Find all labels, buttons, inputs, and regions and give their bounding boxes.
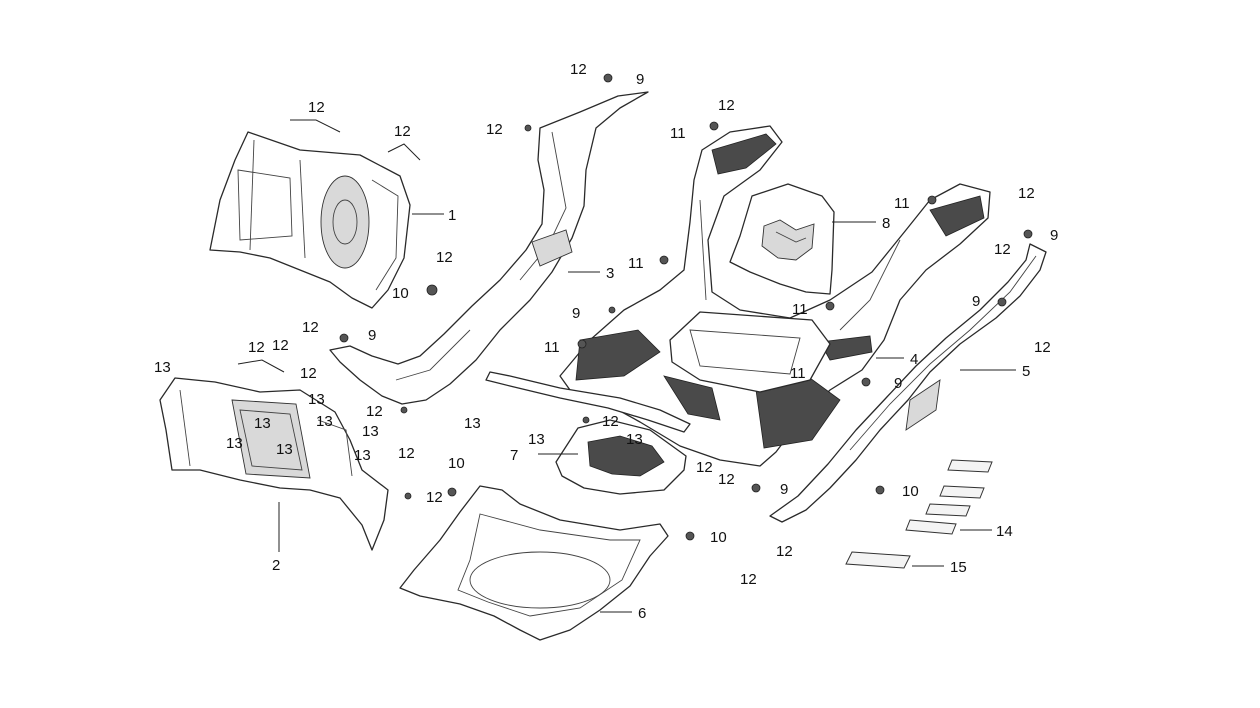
callout-fastener-9: 9 xyxy=(894,375,902,392)
callout-part-2: 2 xyxy=(272,557,280,574)
callout-fastener-9: 9 xyxy=(368,327,376,344)
callout-fastener-12: 12 xyxy=(776,543,793,560)
callout-fastener-12: 12 xyxy=(570,61,587,78)
callout-fastener-12: 12 xyxy=(994,241,1011,258)
callout-fastener-9: 9 xyxy=(1050,227,1058,244)
callout-fastener-13: 13 xyxy=(626,431,643,448)
callout-fastener-13: 13 xyxy=(362,423,379,440)
part-6-under-cover xyxy=(399,485,669,641)
part-14-stickers xyxy=(905,459,993,535)
part-1-inner-panel xyxy=(209,131,411,309)
leader-lines xyxy=(237,119,1016,613)
part-3-side-frame xyxy=(329,91,649,405)
part-5-side-rail xyxy=(769,243,1047,523)
callout-fastener-13: 13 xyxy=(226,435,243,452)
callout-fastener-11: 11 xyxy=(894,195,910,212)
callout-fastener-11: 11 xyxy=(792,301,808,318)
callout-part-3: 3 xyxy=(606,265,614,282)
callout-fastener-13: 13 xyxy=(354,447,371,464)
part-15-sticker xyxy=(845,551,911,569)
callout-fastener-12: 12 xyxy=(436,249,453,266)
callout-part-5: 5 xyxy=(1022,363,1030,380)
fasteners xyxy=(339,73,1033,541)
callout-fastener-9: 9 xyxy=(572,305,580,322)
callout-fastener-12: 12 xyxy=(394,123,411,140)
callout-fastener-10: 10 xyxy=(392,285,409,302)
callout-fastener-11: 11 xyxy=(790,365,806,382)
callout-part-14: 14 xyxy=(996,523,1013,540)
part-8-battery-lid xyxy=(729,183,835,295)
callout-fastener-12: 12 xyxy=(696,459,713,476)
callout-fastener-12: 12 xyxy=(300,365,317,382)
callout-fastener-9: 9 xyxy=(780,481,788,498)
callout-fastener-12: 12 xyxy=(740,571,757,588)
callout-fastener-12: 12 xyxy=(486,121,503,138)
callout-fastener-11: 11 xyxy=(670,125,686,142)
callout-fastener-9: 9 xyxy=(636,71,644,88)
callout-fastener-12: 12 xyxy=(398,445,415,462)
callout-fastener-13: 13 xyxy=(316,413,333,430)
callout-fastener-13: 13 xyxy=(464,415,481,432)
callout-part-15: 15 xyxy=(950,559,967,576)
callout-fastener-13: 13 xyxy=(154,359,171,376)
part-7-floor-mat xyxy=(555,419,687,495)
callout-fastener-11: 11 xyxy=(628,255,644,272)
callout-part-6: 6 xyxy=(638,605,646,622)
callout-fastener-12: 12 xyxy=(248,339,265,356)
callout-fastener-12: 12 xyxy=(426,489,443,506)
callout-fastener-12: 12 xyxy=(718,97,735,114)
callout-fastener-12: 12 xyxy=(366,403,383,420)
callout-fastener-12: 12 xyxy=(1034,339,1051,356)
callout-fastener-12: 12 xyxy=(602,413,619,430)
part-2-lower-inner-cover xyxy=(159,377,389,551)
callout-fastener-10: 10 xyxy=(902,483,919,500)
callout-part-7: 7 xyxy=(510,447,518,464)
callout-fastener-11: 11 xyxy=(544,339,560,356)
callout-fastener-12: 12 xyxy=(308,99,325,116)
callout-fastener-12: 12 xyxy=(1018,185,1035,202)
callout-fastener-9: 9 xyxy=(972,293,980,310)
callout-fastener-12: 12 xyxy=(302,319,319,336)
callout-part-1: 1 xyxy=(448,207,456,224)
part-4-floor-board xyxy=(559,125,991,467)
callout-fastener-13: 13 xyxy=(308,391,325,408)
callout-fastener-12: 12 xyxy=(718,471,735,488)
callout-fastener-12: 12 xyxy=(272,337,289,354)
side-rail-left xyxy=(485,371,691,433)
callout-fastener-13: 13 xyxy=(254,415,271,432)
callout-part-8: 8 xyxy=(882,215,890,232)
callout-fastener-13: 13 xyxy=(276,441,293,458)
callout-fastener-13: 13 xyxy=(528,431,545,448)
callout-fastener-10: 10 xyxy=(710,529,727,546)
callout-part-4: 4 xyxy=(910,351,918,368)
callout-fastener-10: 10 xyxy=(448,455,465,472)
